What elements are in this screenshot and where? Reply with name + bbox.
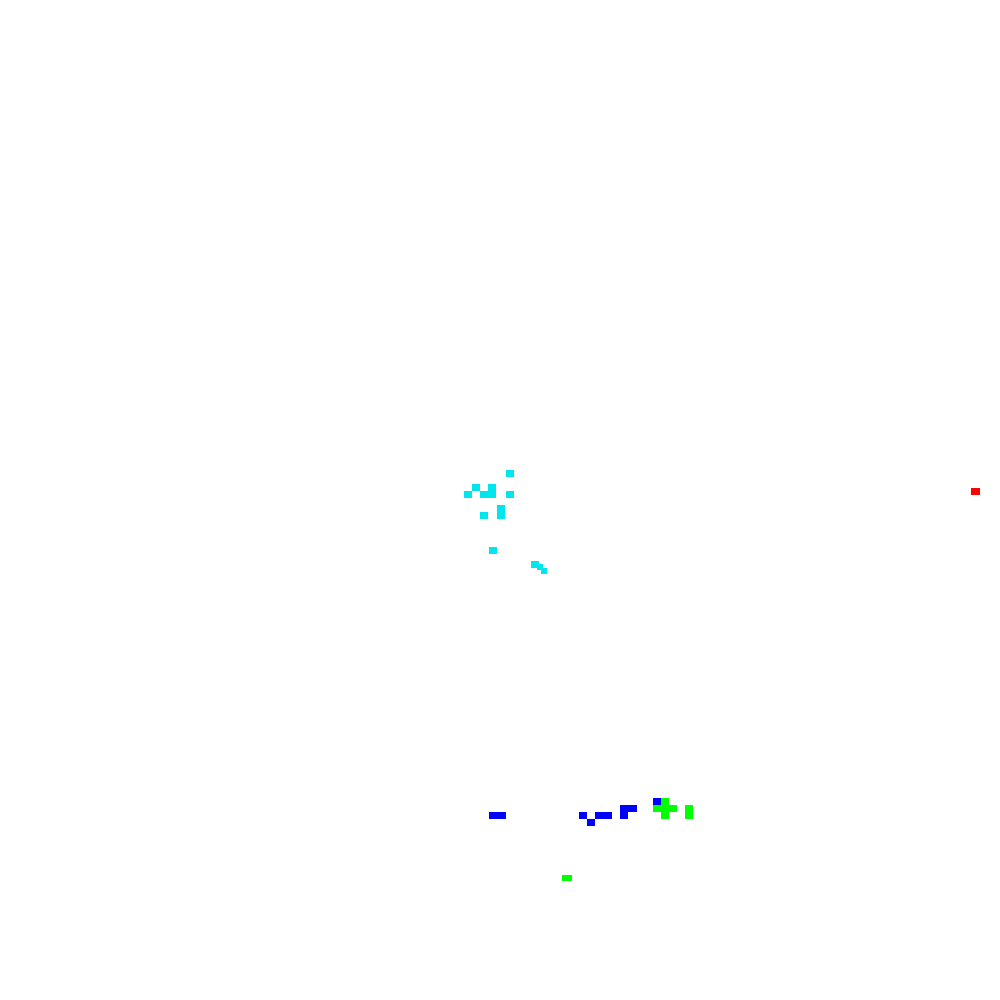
green-pixel-block (653, 805, 677, 812)
green-pixel-block (562, 875, 572, 881)
cyan-pixel-block (488, 491, 496, 498)
green-cluster (562, 798, 693, 881)
cyan-pixel-block (480, 491, 488, 498)
cyan-pixel-block (497, 512, 505, 519)
cyan-pixel-block (531, 561, 539, 568)
red-pixel-block (971, 488, 980, 495)
cyan-pixel-block (541, 568, 547, 574)
blue-pixel-block (587, 819, 595, 826)
red-cluster (971, 488, 980, 495)
cyan-pixel-block (480, 512, 488, 519)
cyan-pixel-block (506, 470, 514, 477)
cyan-pixel-block (472, 484, 480, 491)
green-pixel-block (685, 812, 693, 819)
blue-pixel-block (595, 812, 612, 819)
blue-pixel-block (620, 812, 628, 819)
cyan-pixel-block (488, 484, 496, 491)
blue-cluster (489, 798, 661, 826)
cyan-pixel-block (497, 505, 505, 512)
cyan-cluster (464, 470, 547, 574)
cyan-pixel-block (506, 491, 514, 498)
cyan-pixel-block (464, 491, 472, 498)
green-pixel-block (685, 805, 693, 812)
blue-pixel-block (579, 812, 587, 819)
blue-pixel-block (653, 798, 661, 805)
green-pixel-block (661, 812, 669, 819)
green-pixel-block (661, 798, 669, 805)
blue-pixel-block (620, 805, 637, 812)
cyan-pixel-block (537, 564, 543, 570)
cyan-pixel-block (489, 547, 497, 554)
blue-pixel-block (489, 812, 506, 819)
